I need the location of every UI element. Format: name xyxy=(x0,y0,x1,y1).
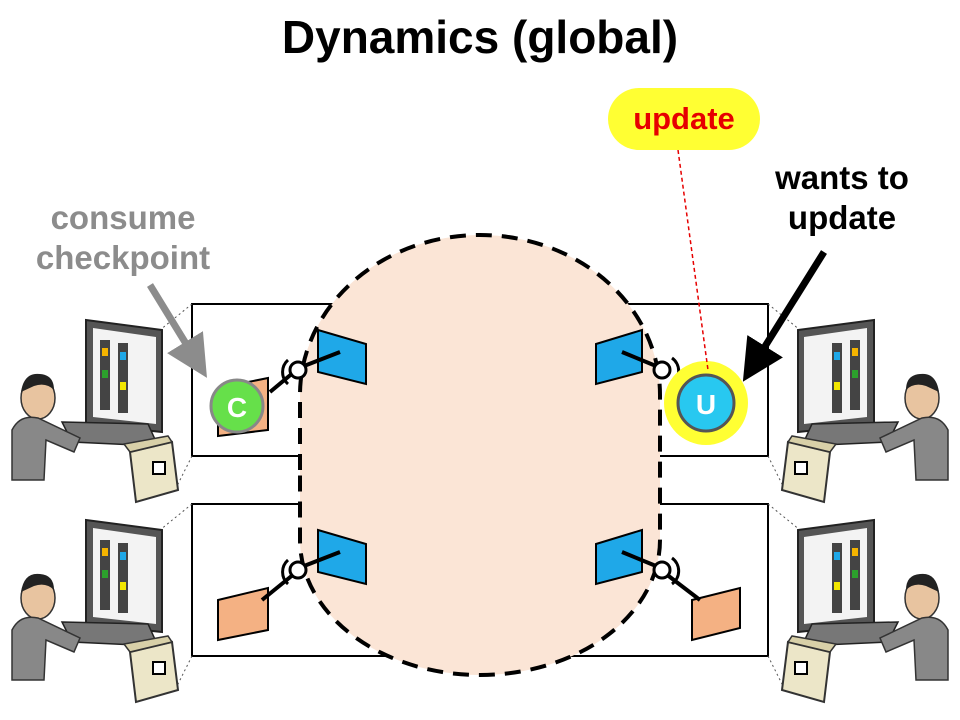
update-marker: U xyxy=(664,361,748,445)
shared-global-region xyxy=(298,233,662,677)
component-top-right xyxy=(595,328,681,386)
wants-update-arrow xyxy=(742,250,827,382)
component-bottom-left xyxy=(217,528,367,642)
consume-arrow xyxy=(147,283,207,378)
page-title: Dynamics (global) xyxy=(281,11,679,63)
update-marker-label: U xyxy=(696,389,716,420)
consume-checkpoint-label: consume checkpoint xyxy=(35,199,211,276)
workstation-bottom-left xyxy=(11,519,179,703)
consume-marker: C xyxy=(209,378,265,434)
update-bubble: update xyxy=(608,88,760,150)
consume-marker-label: C xyxy=(227,392,247,423)
wants-to-update-label: wants to update xyxy=(775,159,909,236)
workstation-top-left xyxy=(11,319,179,503)
update-link-line xyxy=(677,149,709,371)
workstation-top-right xyxy=(782,320,948,502)
component-bottom-right xyxy=(595,528,741,642)
workstation-bottom-right xyxy=(782,520,948,702)
